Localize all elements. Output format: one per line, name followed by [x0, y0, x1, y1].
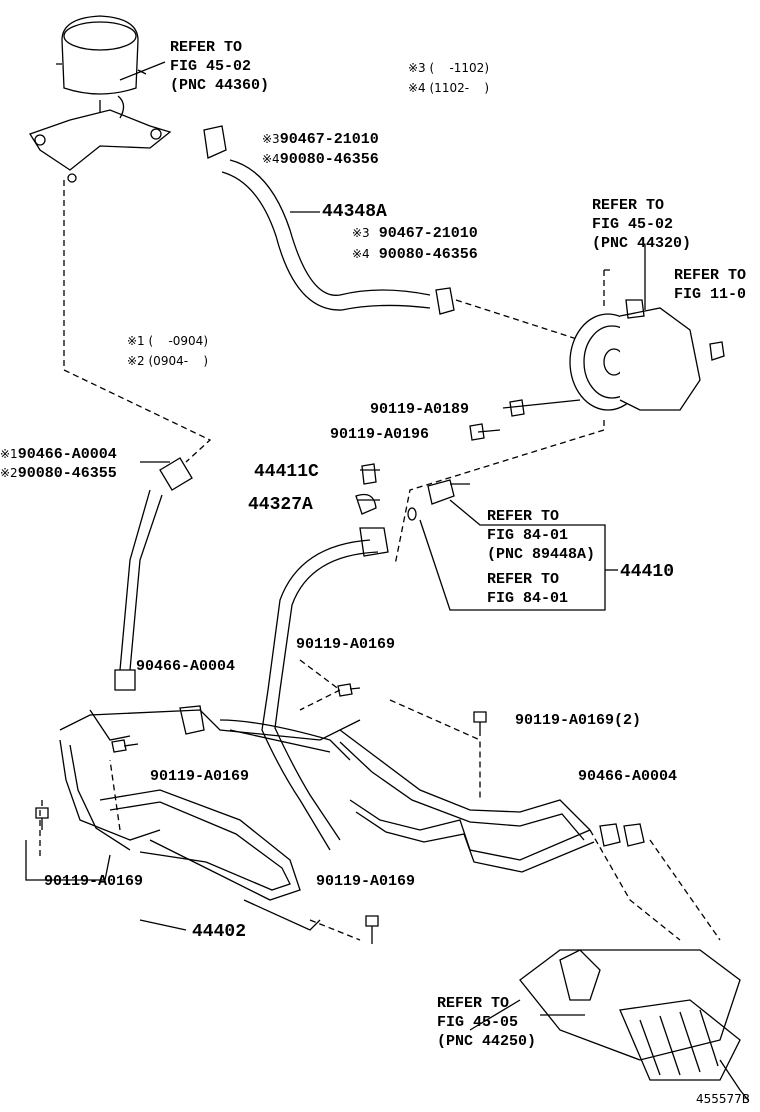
part-label-90466-a0004-right: 90466-A0004	[578, 768, 678, 785]
part-number: 90080-46355	[17, 465, 117, 482]
part-label-44402: 44402	[192, 922, 247, 942]
part-number: 90466-A0004	[17, 446, 117, 463]
applicability-mark: ※3	[262, 132, 280, 146]
part-label-44327a: 44327A	[248, 495, 313, 515]
part-label-90080-46355: ※290080-46355	[0, 464, 117, 483]
part-label-90080-46356-b: ※4 90080-46356	[352, 245, 478, 264]
refer-line: FIG 84-01	[487, 590, 569, 607]
refer-line: FIG 84-01	[487, 527, 569, 544]
part-label-44348a: 44348A	[322, 202, 387, 222]
part-number: 90080-46356	[279, 151, 379, 168]
refer-fig-45-02-pnc-44360: REFER TO FIG 45-02 (PNC 44360)	[170, 38, 269, 95]
pressure-hose	[114, 457, 193, 691]
part-label-90119-a0189: 90119-A0189	[370, 401, 470, 418]
refer-fig-84-01: REFER TO FIG 84-01	[487, 570, 568, 608]
refer-line: REFER TO	[487, 571, 560, 588]
refer-line: (PNC 44360)	[170, 77, 270, 94]
dashed-guide-lines	[39, 180, 721, 941]
refer-line: FIG 45-02	[592, 216, 674, 233]
return-hose	[203, 125, 455, 315]
note-4: ※4 (1102- )	[408, 81, 489, 95]
part-label-44411c: 44411C	[254, 462, 319, 482]
applicability-mark: ※4	[262, 152, 280, 166]
applicability-mark: ※3	[352, 226, 370, 240]
note-2: ※2 (0904- )	[127, 354, 208, 368]
cooler-pipe-44402	[25, 705, 645, 931]
refer-line: REFER TO	[674, 267, 747, 284]
part-label-90119-a0169-mid: 90119-A0169	[150, 768, 250, 785]
refer-line: FIG 45-05	[437, 1014, 519, 1031]
applicability-mark: ※2	[0, 466, 18, 480]
pressure-pipe-44410	[261, 463, 618, 851]
refer-line: FIG 45-02	[170, 58, 252, 75]
note-1: ※1 ( -0904)	[127, 334, 208, 348]
part-label-90119-a0169-2: 90119-A0169(2)	[515, 712, 642, 729]
part-number: 90467-21010	[279, 131, 379, 148]
refer-line: REFER TO	[437, 995, 510, 1012]
refer-line: REFER TO	[592, 197, 665, 214]
part-number: 90080-46356	[378, 246, 478, 263]
applicability-mark: ※1	[0, 447, 18, 461]
refer-line: (PNC 89448A)	[487, 546, 596, 563]
refer-fig-45-05-pnc-44250: REFER TO FIG 45-05 (PNC 44250)	[437, 994, 536, 1051]
refer-line: FIG 11-0	[674, 286, 747, 303]
refer-line: REFER TO	[487, 508, 560, 525]
part-label-90119-a0196: 90119-A0196	[330, 426, 430, 443]
refer-line: REFER TO	[170, 39, 243, 56]
part-label-90466-a0004-left: 90466-A0004	[136, 658, 236, 675]
bolt-icons	[35, 683, 487, 944]
reservoir-tank	[29, 15, 172, 183]
part-label-90080-46356: ※490080-46356	[262, 150, 379, 169]
refer-fig-11-0: REFER TO FIG 11-0	[674, 266, 746, 304]
part-label-44410: 44410	[620, 562, 675, 582]
refer-fig-45-02-pnc-44320: REFER TO FIG 45-02 (PNC 44320)	[592, 196, 691, 253]
refer-fig-84-01-pnc-89448a: REFER TO FIG 84-01 (PNC 89448A)	[487, 507, 595, 564]
refer-line: (PNC 44320)	[592, 235, 692, 252]
part-label-90467-21010-b: ※3 90467-21010	[352, 224, 478, 243]
part-number: 90467-21010	[378, 225, 478, 242]
power-steering-pump	[469, 245, 725, 441]
steering-gear	[469, 949, 749, 1101]
part-label-90119-a0169-left: 90119-A0169	[44, 873, 144, 890]
part-label-90466-a0004-1: ※190466-A0004	[0, 445, 117, 464]
part-label-90119-a0169-bottom: 90119-A0169	[316, 873, 416, 890]
refer-line: (PNC 44250)	[437, 1033, 537, 1050]
leader-line	[119, 61, 166, 81]
part-label-90119-a0169-top: 90119-A0169	[296, 636, 396, 653]
applicability-mark: ※4	[352, 247, 370, 261]
note-3: ※3 ( -1102)	[408, 61, 489, 75]
figure-id: 455577B	[696, 1092, 751, 1106]
part-label-90467-21010: ※390467-21010	[262, 130, 379, 149]
